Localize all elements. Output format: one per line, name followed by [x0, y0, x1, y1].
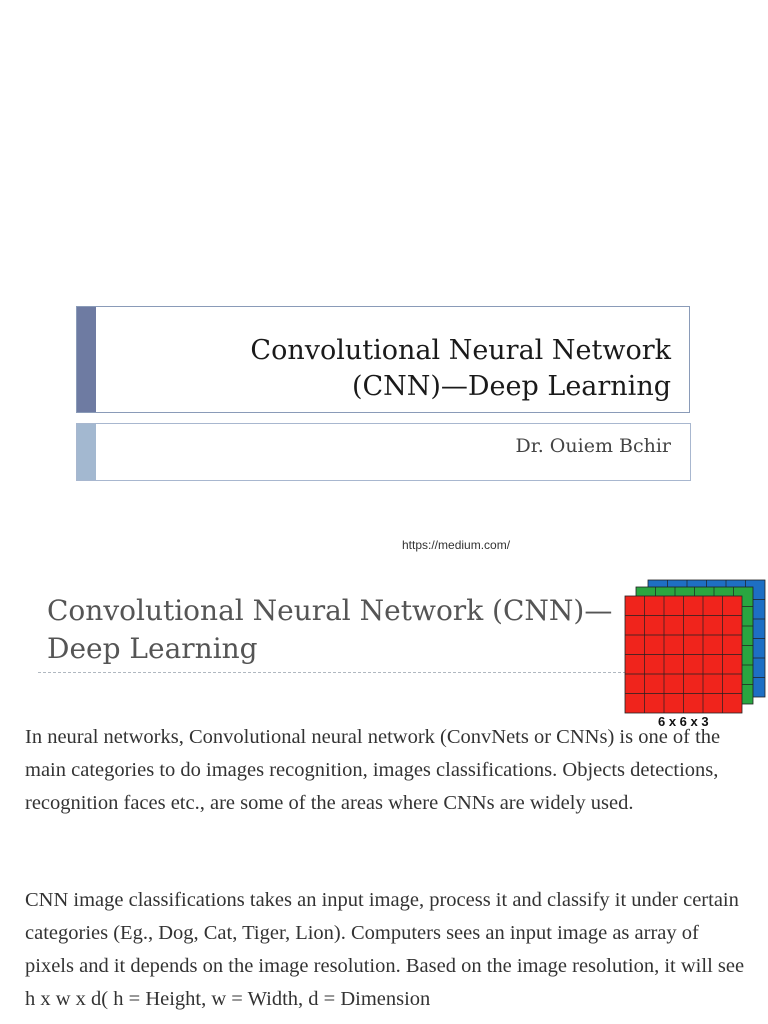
cover-title-line1: Convolutional Neural Network — [250, 335, 671, 366]
rgb-tensor-figure — [624, 579, 766, 714]
article-title-line2: Deep Learning — [47, 632, 258, 665]
article-paragraph-2: CNN image classifications takes an input… — [25, 889, 745, 1010]
cover-title-box: Convolutional Neural Network (CNN)—Deep … — [76, 306, 690, 413]
cover-title-line2: (CNN)—Deep Learning — [351, 371, 671, 402]
title-divider — [38, 672, 626, 673]
article-paragraph-1: In neural networks, Convolutional neural… — [25, 726, 721, 814]
cover-title: Convolutional Neural Network (CNN)—Deep … — [250, 333, 671, 405]
article-title: Convolutional Neural Network (CNN)— Deep… — [47, 592, 647, 668]
title-accent-bar — [77, 307, 96, 412]
source-url-link[interactable]: https://medium.com/ — [402, 538, 511, 552]
tensor-dimension-label: 6 x 6 x 3 — [658, 714, 709, 729]
cover-author: Dr. Ouiem Bchir — [515, 435, 672, 457]
article-title-line1: Convolutional Neural Network (CNN)— — [47, 594, 613, 627]
cover-author-box: Dr. Ouiem Bchir — [76, 423, 691, 481]
author-accent-bar — [77, 424, 96, 480]
red-channel-grid — [624, 595, 743, 714]
